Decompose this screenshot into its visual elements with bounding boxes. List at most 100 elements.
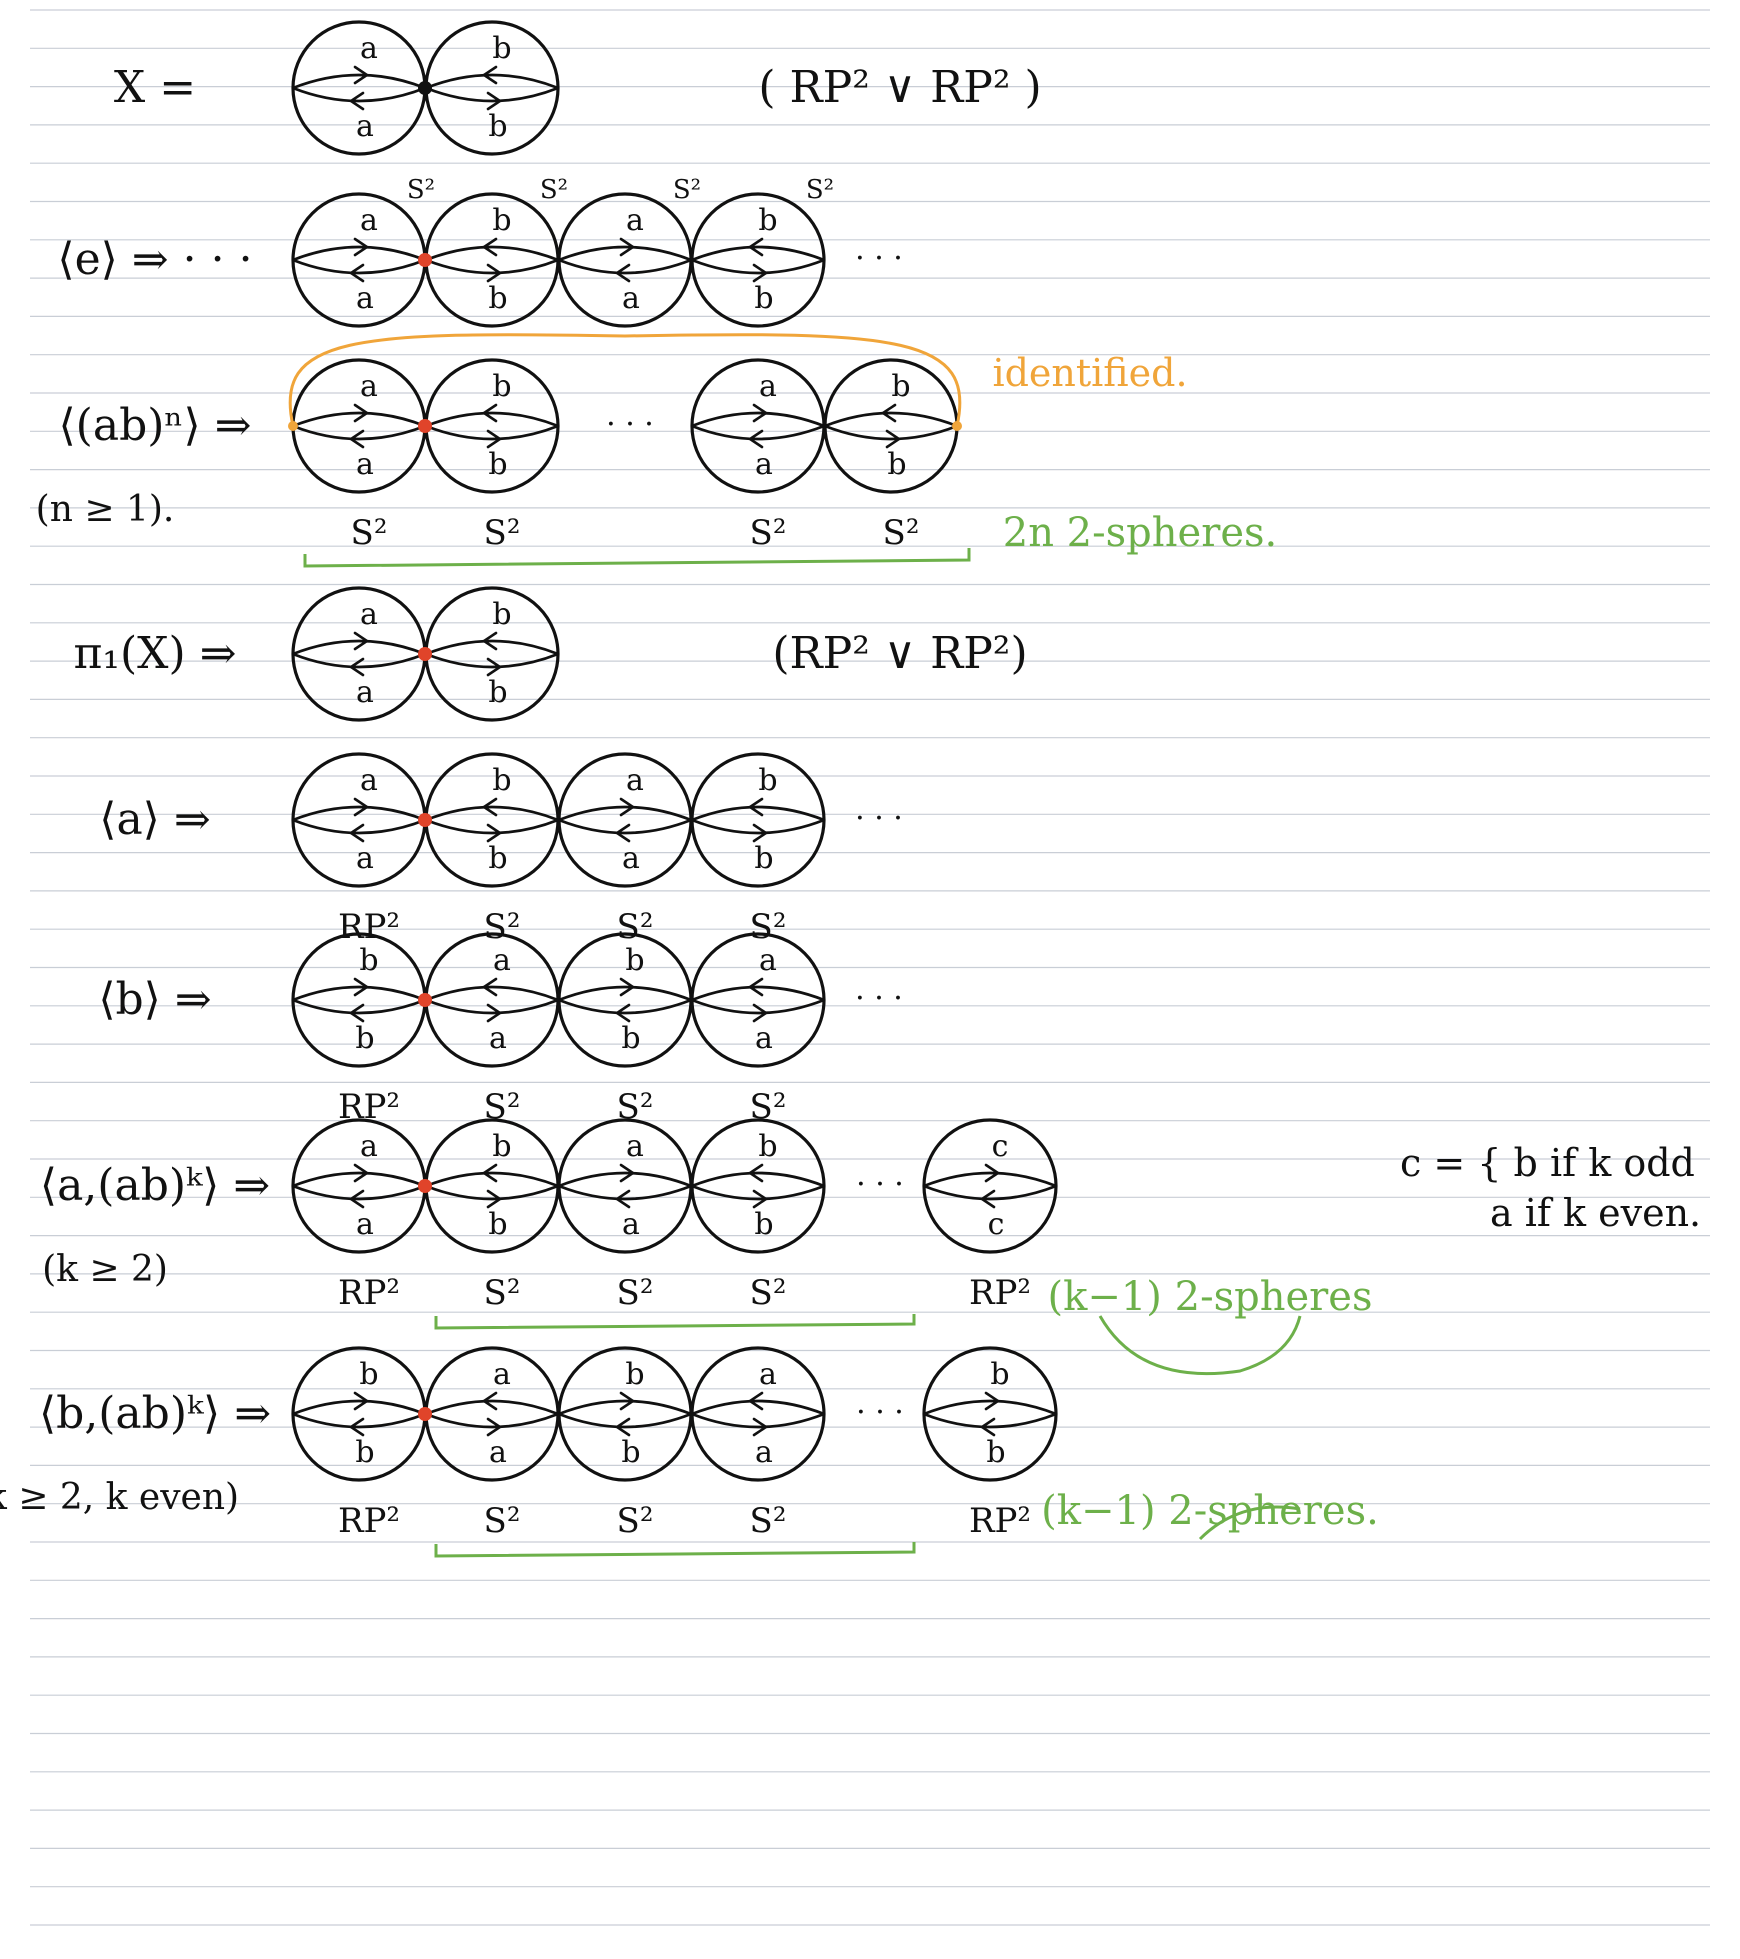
sphere-type-label: S² [617, 1501, 654, 1541]
rp2-brace [1198, 1505, 1301, 1541]
arrow-head [486, 1417, 503, 1437]
edge-label-bottom: a [356, 1207, 374, 1242]
arrow-head [979, 1417, 996, 1437]
edge-label-top: a [626, 763, 644, 798]
space-note: (RP² ∨ RP²) [772, 628, 1027, 679]
arrow-head [486, 429, 503, 449]
arrow-head [614, 263, 631, 283]
upper-arc [691, 985, 825, 1002]
sphere-brace [434, 1314, 916, 1330]
edge-label-bottom: a [489, 1021, 507, 1056]
edge-label-bottom: a [356, 675, 374, 710]
edge-label-top: a [360, 1129, 378, 1164]
lower-arc [691, 818, 825, 835]
rp2-brace [1098, 1315, 1302, 1376]
wedge-point [418, 81, 432, 95]
upper-arc [691, 411, 825, 428]
edge-label-bottom: b [488, 447, 507, 482]
lower-arc [558, 258, 692, 275]
upper-arc [425, 1171, 559, 1188]
row-label: ⟨a⟩ ⇒ [99, 794, 210, 845]
upper-arc [292, 805, 426, 822]
sphere-type-label: RP² [969, 1273, 1031, 1313]
sphere-type-label: S² [750, 907, 787, 947]
sphere-brace [434, 1542, 916, 1558]
lower-arc [292, 818, 426, 835]
arrow-head [486, 1003, 503, 1023]
sphere-type-label: S² [407, 175, 435, 205]
upper-arc [425, 639, 559, 656]
lower-arc [292, 424, 426, 441]
wedge-point [418, 1179, 432, 1193]
edge-label-top: a [360, 31, 378, 66]
row-label: X = [114, 62, 196, 113]
arrow-head [614, 1189, 631, 1209]
sphere-type-label: S² [484, 1273, 521, 1313]
lower-arc [691, 998, 825, 1015]
lower-arc [691, 424, 825, 441]
lower-arc [558, 818, 692, 835]
ellipsis: · · · [856, 1167, 904, 1202]
lower-arc [292, 652, 426, 669]
sphere: bb [424, 20, 560, 156]
lower-arc [425, 1412, 559, 1429]
sphere-type-label: S² [883, 513, 920, 553]
arrow-head [752, 1003, 769, 1023]
arrow-head [481, 1163, 498, 1183]
ellipsis: · · · [856, 1395, 904, 1430]
edge-label-top: a [626, 1129, 644, 1164]
identified-point-right [952, 421, 962, 431]
upper-arc [425, 73, 559, 90]
upper-arc [923, 1171, 1057, 1188]
space-note: ( RP² ∨ RP² ) [758, 62, 1041, 113]
row-label: ⟨b⟩ ⇒ [98, 974, 211, 1025]
upper-arc [292, 1171, 426, 1188]
sphere-type-label: S² [484, 907, 521, 947]
ellipsis: · · · [855, 801, 903, 836]
arrow-head [619, 977, 636, 997]
arrow-head [486, 91, 503, 111]
ellipsis: · · · [606, 407, 654, 442]
arrow-head [747, 1391, 764, 1411]
upper-arc [425, 411, 559, 428]
arrow-head [353, 1391, 370, 1411]
edge-label-bottom: b [488, 841, 507, 876]
arrow-head [481, 797, 498, 817]
upper-arc [425, 245, 559, 262]
edge-label-top: b [492, 203, 511, 238]
lower-arc [292, 86, 426, 103]
edge-label-bottom: a [356, 109, 374, 144]
arrow-head [486, 823, 503, 843]
upper-arc [558, 1171, 692, 1188]
arrow-head [348, 263, 365, 283]
identification-curve [288, 333, 962, 427]
edge-label-bottom: a [489, 1435, 507, 1470]
sphere-type-label: S² [617, 907, 654, 947]
edge-label-bottom: a [622, 841, 640, 876]
arrow-head [353, 977, 370, 997]
edge-label-bottom: a [622, 281, 640, 316]
upper-arc [558, 805, 692, 822]
sphere: aa [291, 20, 427, 156]
edge-label-bottom: b [754, 841, 773, 876]
lower-arc [691, 1412, 825, 1429]
upper-arc [292, 1399, 426, 1416]
arrow-head [619, 237, 636, 257]
arrow-head [481, 237, 498, 257]
arrow-head [481, 403, 498, 423]
